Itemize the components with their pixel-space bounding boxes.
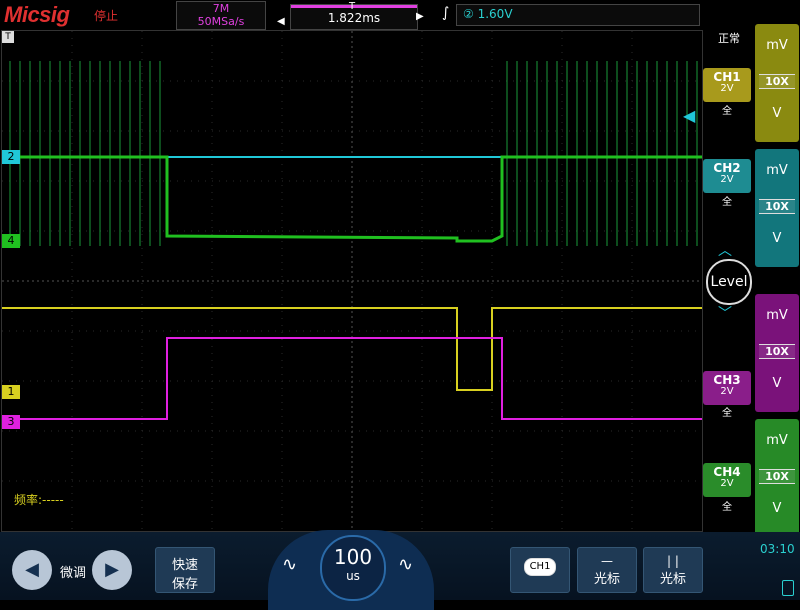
ch2-marker[interactable]: 2 bbox=[2, 150, 20, 164]
ch2-button[interactable]: CH2 2V bbox=[703, 159, 751, 193]
ch2-scale-panel[interactable]: mV 10X V bbox=[755, 149, 799, 267]
frequency-readout: 频率:----- bbox=[14, 493, 64, 507]
ch3-trace bbox=[2, 337, 702, 420]
ch3-scale-panel[interactable]: mV 10X V bbox=[755, 294, 799, 412]
usb-icon bbox=[782, 580, 794, 596]
trigger-level-value: ② 1.60V bbox=[463, 7, 513, 21]
trigger-mode[interactable]: 正常 bbox=[718, 32, 740, 45]
fine-right-button[interactable]: ▶ bbox=[92, 550, 132, 590]
timebase-knob[interactable]: 100 us bbox=[320, 535, 386, 601]
ch3-coupling: 全 bbox=[722, 408, 732, 419]
ch1-chip: CH1 bbox=[524, 558, 556, 576]
wave-left-icon[interactable]: ∿ bbox=[282, 554, 298, 575]
wave-right-icon[interactable]: ∿ bbox=[398, 554, 414, 575]
fine-adjust-label: 微调 bbox=[60, 566, 87, 581]
ch4-trace-right bbox=[506, 61, 698, 246]
run-state-indicator[interactable]: 停止 bbox=[94, 9, 119, 23]
ch4-coupling: 全 bbox=[722, 502, 732, 513]
trigger-marker-icon: T bbox=[349, 1, 356, 12]
measure-icon: | | bbox=[667, 554, 679, 568]
sample-rate: 50MSa/s bbox=[197, 15, 245, 28]
level-knob[interactable]: Level bbox=[706, 259, 752, 305]
measure-button[interactable]: | | 光标 bbox=[643, 547, 703, 593]
cursor-button[interactable]: — 光标 bbox=[577, 547, 637, 593]
fine-left-button[interactable]: ◀ bbox=[12, 550, 52, 590]
ch3-button[interactable]: CH3 2V bbox=[703, 371, 751, 405]
ch4-trace bbox=[2, 155, 702, 243]
acquisition-info[interactable]: 7M 50MSa/s bbox=[176, 1, 266, 30]
quick-save-button[interactable]: 快速 保存 bbox=[155, 547, 215, 593]
level-up-icon[interactable]: ︿ bbox=[718, 243, 732, 259]
ch1-button[interactable]: CH1 2V bbox=[703, 68, 751, 102]
trigger-left-icon[interactable]: ◀ bbox=[277, 16, 285, 27]
channel-select-button[interactable]: CH1 bbox=[510, 547, 570, 593]
ch1-coupling: 全 bbox=[722, 106, 732, 117]
trigger-position-value: 1.822ms bbox=[327, 11, 381, 25]
trigger-right-icon[interactable]: ▶ bbox=[416, 11, 424, 22]
trigger-pos-marker-icon: T bbox=[2, 31, 14, 43]
left-arrow-icon: ◀ bbox=[25, 559, 39, 580]
memory-depth: 7M bbox=[212, 2, 230, 15]
cursor-icon: — bbox=[601, 554, 613, 568]
ch4-trace-left bbox=[9, 61, 161, 246]
waveform-grid bbox=[2, 31, 702, 531]
level-down-icon[interactable]: ﹀ bbox=[718, 306, 732, 322]
right-arrow-icon: ▶ bbox=[105, 559, 119, 580]
ch4-marker[interactable]: 4 bbox=[2, 234, 20, 248]
memory-bar bbox=[291, 5, 417, 8]
trigger-level-arrow-icon[interactable]: ◀ bbox=[683, 106, 696, 125]
ch2-coupling: 全 bbox=[722, 197, 732, 208]
ch4-scale-panel[interactable]: mV 10X V bbox=[755, 419, 799, 537]
waveform-display[interactable]: T 2 4 1 3 频率:----- bbox=[1, 30, 703, 532]
ch1-trace bbox=[2, 307, 702, 391]
ch1-scale-panel[interactable]: mV 10X V bbox=[755, 24, 799, 142]
trigger-edge-icon: ∫ bbox=[442, 5, 450, 21]
brand-logo: Micsig bbox=[4, 2, 70, 27]
trigger-position-box[interactable]: T 1.822ms bbox=[290, 1, 418, 30]
ch3-marker[interactable]: 3 bbox=[2, 415, 20, 429]
trigger-info-box[interactable]: ② 1.60V bbox=[456, 4, 700, 26]
clock: 03:10 bbox=[760, 542, 795, 556]
ch4-button[interactable]: CH4 2V bbox=[703, 463, 751, 497]
ch1-marker[interactable]: 1 bbox=[2, 385, 20, 399]
